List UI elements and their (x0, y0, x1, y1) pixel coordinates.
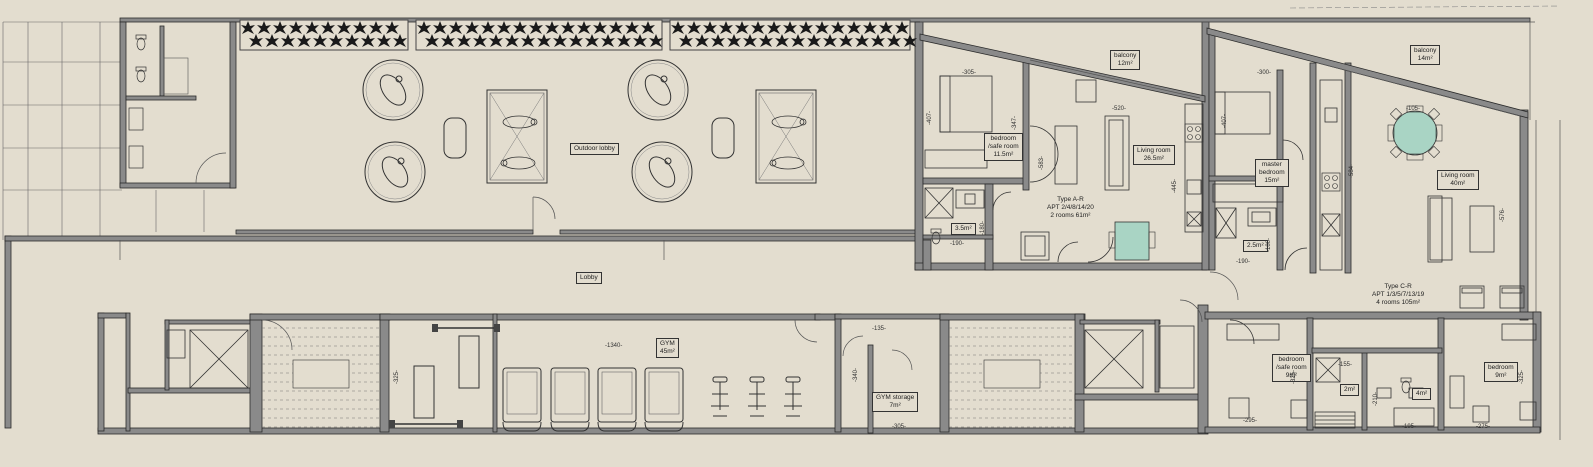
dim-gym-width: -1340- (605, 343, 623, 349)
slanted-walls (919, 27, 1529, 119)
master-sub: bedroom (1259, 169, 1285, 176)
bath-a-area: 3.5m² (951, 223, 976, 235)
type-c-size: 4 rooms 105m² (1376, 299, 1420, 306)
balcony-a-area: 12m² (1117, 60, 1133, 67)
dim-dining-c: -105- (1406, 106, 1421, 112)
gym-label: GYM 45m² (656, 338, 679, 358)
bedroom-a-name: bedroom (990, 135, 1017, 142)
dim-living-a-side: -583- (1039, 155, 1046, 171)
dim-bed-c1-side: -325- (1291, 369, 1298, 385)
bedroom-c2-name: bedroom (1488, 364, 1514, 371)
dim-bedroom-a-left: -407- (927, 110, 934, 126)
dim-living-c-side: -584- (1349, 163, 1356, 179)
dim-small-c: -155- (1338, 362, 1353, 368)
living-a-area: 26.5m² (1143, 155, 1164, 162)
planters (239, 19, 917, 51)
type-a-label: Type A-R APT 2/4/8/14/20 2 rooms 61m² (1047, 196, 1094, 220)
living-c-area: 40m² (1450, 180, 1466, 187)
stair-landing (292, 359, 350, 389)
dim-bed-c2-side: -325- (1519, 369, 1526, 385)
dim-gym-storage-top: -135- (872, 326, 887, 332)
balcony-c-area: 14m² (1417, 55, 1433, 62)
apt-a-furniture (924, 75, 1204, 263)
living-c-name: Living room (1441, 172, 1475, 179)
dim-bath-a-side: -180- (980, 220, 987, 236)
dim-bath-c-side: -180- (1266, 237, 1273, 253)
master-area: 15m² (1264, 177, 1280, 184)
elevators (166, 325, 1195, 389)
small-area-2: 4m² (1412, 388, 1432, 400)
bedroom-a-label: bedroom /safe room 11.5m² (984, 133, 1023, 161)
dim-apt-a-right: -445- (1172, 178, 1179, 194)
bedroom-c1-label: bedroom /safe room 9m² (1272, 354, 1311, 382)
gym-storage-label: GYM storage 7m² (872, 392, 919, 412)
bedroom-c2-label: bedroom 9m² (1484, 362, 1518, 382)
master-name: master (1261, 161, 1282, 168)
bedroom-a-sub: /safe room (988, 143, 1019, 150)
outdoor-lobby-label: Outdoor lobby (570, 143, 619, 155)
dim-bath-c-bottom: -190- (1236, 259, 1251, 265)
master-bedroom-label: master bedroom 15m² (1255, 159, 1289, 187)
bedroom-c1-area: 9m² (1285, 372, 1297, 379)
balcony-c-name: balcony (1414, 47, 1437, 54)
dim-living-c-right: -576- (1500, 207, 1507, 223)
outdoor-furniture (362, 59, 817, 232)
balcony-c-label: balcony 14m² (1410, 45, 1441, 65)
dim-gym-storage-side: -340- (853, 367, 860, 383)
bedroom-c1-sub: /safe room (1276, 364, 1307, 371)
bedroom-a-area: 11.5m² (993, 151, 1014, 158)
bedroom-c2-area: 9m² (1495, 372, 1507, 379)
type-c-title: Type C-R (1384, 283, 1412, 290)
type-a-title: Type A-R (1057, 196, 1084, 203)
small-area-1: 2m² (1340, 384, 1360, 396)
dim-master-side: -407- (1222, 113, 1229, 129)
apt-c-furniture (1212, 79, 1537, 429)
dim-stair-side: -325- (394, 369, 401, 385)
stairs (262, 327, 1075, 428)
type-c-apts: APT 1/3/5/7/13/19 (1372, 291, 1425, 298)
dining-table-a (1114, 221, 1150, 261)
living-a-name: Living room (1137, 147, 1171, 154)
dim-wash-c-bottom: -195- (1402, 424, 1417, 430)
gym-equipment (389, 324, 803, 432)
type-a-apts: APT 2/4/8/14/20 (1047, 204, 1094, 211)
restroom-fixtures (128, 34, 227, 184)
dim-bed-c1-bottom: -295- (1243, 418, 1258, 424)
gym-storage-name: GYM storage (876, 394, 915, 401)
stair-landing (983, 359, 1041, 389)
gym-storage-area: 7m² (889, 402, 901, 409)
terrace-grid (2, 21, 205, 240)
bath-c-area: 2.5m² (1243, 240, 1268, 252)
lobby-label: Lobby (576, 272, 602, 284)
dim-master-top: -300- (1257, 70, 1272, 76)
dining-table-c (1387, 105, 1443, 161)
gym-area: 45m² (660, 348, 675, 355)
type-c-label: Type C-R APT 1/3/5/7/13/19 4 rooms 105m² (1372, 283, 1424, 307)
gym-name: GYM (660, 340, 675, 347)
dim-bath-a-bottom: -190- (950, 241, 965, 247)
dim-living-a-top: -520- (1112, 106, 1127, 112)
bedroom-c1-name: bedroom (1278, 356, 1305, 363)
balcony-a-label: balcony 12m² (1110, 50, 1141, 70)
dim-wash-c: -210- (1373, 391, 1380, 407)
dim-bedroom-a-side: -347- (1012, 115, 1019, 131)
balcony-a-name: balcony (1114, 52, 1137, 59)
dim-bedroom-a-top: -305- (962, 70, 977, 76)
living-c-label: Living room 40m² (1437, 170, 1479, 190)
type-a-size: 2 rooms 61m² (1050, 212, 1091, 219)
dim-bed-c2-bottom: -275- (1476, 424, 1491, 430)
living-a-label: Living room 26.5m² (1133, 145, 1175, 165)
dim-stair-bottom: -305- (892, 424, 907, 430)
